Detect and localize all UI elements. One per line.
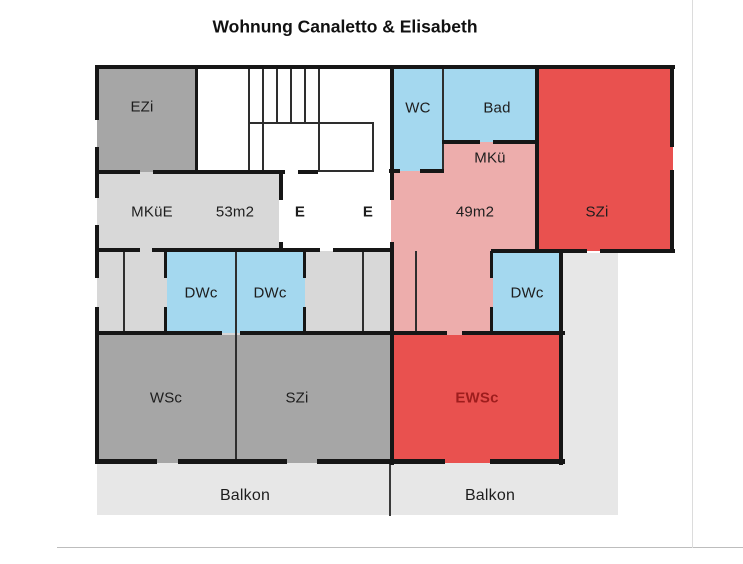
balcony-right-label: Balkon — [464, 487, 516, 504]
wall-left-outer — [95, 147, 99, 198]
wall-right-outer — [670, 170, 674, 253]
dwc3-door-stub — [490, 251, 493, 278]
stair-tread — [276, 66, 278, 122]
dwc3-door-stub — [490, 307, 493, 333]
wall-szi-red-left — [535, 65, 539, 251]
page-title: Wohnung Canaletto & Elisabeth — [212, 16, 478, 37]
wall-ewsc-top — [389, 331, 447, 335]
room-szi-red-label: SZi — [585, 203, 609, 221]
room-szi-gray-label: SZi — [285, 389, 309, 407]
stair-edge-left — [248, 66, 250, 172]
balcony-strip — [97, 463, 618, 515]
dwc1-door-stub — [164, 307, 167, 333]
wall-wc-bottom — [389, 169, 400, 173]
stair-tread-lower — [262, 122, 264, 172]
corridor-partition — [123, 251, 125, 333]
wall-ezi-bottom — [95, 170, 140, 174]
stair-landing-line — [248, 122, 374, 124]
room-wsc-fill — [97, 335, 236, 463]
room-ewsc-label: EWSc — [455, 389, 499, 407]
room-ezi-fill — [97, 67, 195, 173]
wall-bottom — [490, 459, 565, 464]
wall-hall-right — [390, 65, 394, 200]
wc-bad-divider — [442, 67, 444, 171]
balcony-left-label: Balkon — [219, 487, 271, 504]
wall-mkue-right — [279, 170, 283, 200]
wall-bad-bottom — [493, 140, 539, 144]
wall-left-outer — [95, 307, 99, 464]
area-49m2-label: 49m2 — [455, 203, 495, 221]
balcony-divider — [389, 463, 391, 516]
stair-tread — [304, 66, 306, 122]
wall-ezi-bottom — [153, 170, 285, 174]
room-szi-gray-fill — [236, 335, 391, 463]
room-ewsc-fill — [391, 335, 561, 463]
stair-edge-right — [318, 66, 320, 172]
dwc2-door-stub — [303, 307, 306, 333]
room-szi-red-fill — [537, 67, 673, 251]
room-49m2-lower-fill — [391, 251, 493, 335]
right-terrace-strip — [563, 253, 618, 465]
corridor-partition — [362, 251, 364, 333]
wall-mkue-bottom — [152, 248, 320, 252]
wall-bottom — [95, 459, 157, 464]
wall-szi-red-bottom — [491, 249, 587, 253]
stair-bottom-line — [318, 170, 374, 172]
wall-hall-right — [390, 242, 394, 465]
room-ezi-label: EZi — [130, 98, 154, 116]
dwc1-door-stub — [164, 251, 167, 278]
stair-landing-edge — [372, 122, 374, 172]
wall-mkue-right — [279, 242, 283, 252]
room-dwc3-label: DWc — [510, 284, 544, 302]
room-mkue-label: MKüE — [131, 203, 173, 221]
room-dwc2-label: DWc — [253, 284, 287, 302]
dwc2-door-stub — [303, 251, 306, 278]
room-dwc2-fill — [236, 251, 305, 333]
wall-szi-red-bottom — [600, 249, 675, 253]
room-bad-label: Bad — [483, 99, 511, 117]
wall-bottom — [178, 459, 287, 464]
wall-wc-bottom — [420, 169, 444, 173]
wall-bad-bottom — [442, 140, 480, 144]
room-dwc3-fill — [493, 251, 561, 333]
wall-ewsc-right — [559, 249, 563, 465]
room-mkue-fill — [97, 172, 279, 252]
room-49m2-fill — [391, 171, 537, 253]
stair-tread — [262, 66, 264, 122]
room-bad-fill — [442, 67, 537, 144]
room-wc-fill — [391, 67, 442, 171]
pink-partition — [415, 251, 417, 333]
wall-corridor-bottom — [95, 331, 222, 335]
wall-mkue-bottom — [95, 248, 140, 252]
wall-left-outer — [95, 225, 99, 278]
wall-top — [95, 65, 675, 69]
room-dwc1-label: DWc — [184, 284, 218, 302]
room-wc-label: WC — [405, 99, 431, 117]
room-mku-fill — [444, 142, 535, 173]
wall-bottom — [317, 459, 445, 464]
room-dwc1-fill — [167, 251, 236, 333]
entrance-left-label: E — [294, 203, 306, 221]
wall-corridor-top — [333, 248, 393, 252]
page-right-rule — [692, 0, 693, 548]
stair-tread — [290, 66, 292, 122]
wall-corridor-bottom — [240, 331, 393, 335]
wall-ezi-right — [195, 65, 198, 174]
room-mku-label: MKü — [474, 149, 506, 167]
wall-hall-bottom — [298, 170, 318, 174]
page-bottom-rule — [57, 547, 743, 548]
area-53m2-label: 53m2 — [215, 203, 255, 221]
wsc-szi-divider — [235, 251, 237, 460]
wall-left-outer — [95, 65, 99, 120]
wall-ewsc-top — [462, 331, 565, 335]
wall-right-outer — [670, 65, 674, 147]
entrance-right-label: E — [362, 203, 374, 221]
room-wsc-label: WSc — [149, 389, 183, 407]
